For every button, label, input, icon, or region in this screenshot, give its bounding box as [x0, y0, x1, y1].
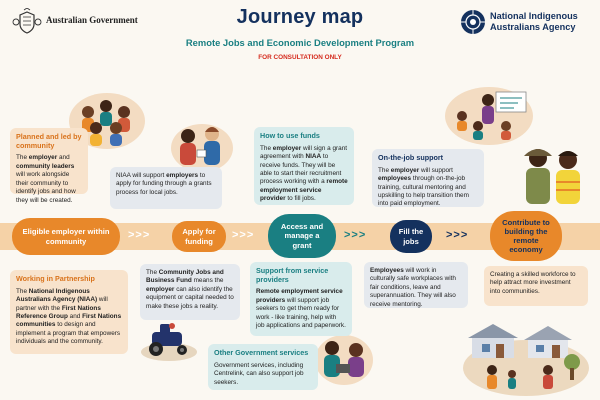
planned-by-community-text: The employer and community leaders will …	[16, 154, 76, 204]
step-fill-the-jobs: Fill the jobs	[390, 220, 432, 253]
how-to-use-funds-heading: How to use funds	[260, 131, 320, 140]
other-government-services-heading: Other Government services	[214, 348, 309, 357]
mentoring-illustration	[314, 330, 374, 386]
consultation-notice: FOR CONSULTATION ONLY	[258, 54, 342, 61]
skilled-workforce-box: Creating a skilled workforce to help att…	[484, 266, 588, 306]
classroom-illustration	[444, 86, 534, 146]
working-in-partnership-text: The National Indigenous Australians Agen…	[16, 287, 122, 346]
employees-work-box: Employees will work in culturally safe w…	[364, 262, 468, 308]
agency-name-line-2: Australians Agency	[490, 21, 576, 32]
community-meeting-illustration	[68, 92, 146, 150]
planned-by-community-heading: Planned and led by community	[16, 132, 82, 150]
on-the-job-support-box: On-the-job support The employer will sup…	[372, 149, 484, 207]
skilled-workforce-text: Creating a skilled workforce to help att…	[490, 271, 576, 295]
niaa-logo-icon	[460, 9, 486, 35]
chevron-arrows-icon: >>>	[232, 229, 255, 241]
planned-by-community-box: Planned and led by community The employe…	[10, 128, 88, 204]
ride-on-mower-illustration	[140, 318, 198, 362]
community-jobs-business-fund-box: The Community Jobs and Business Fund mea…	[140, 264, 240, 320]
working-in-partnership-heading: Working in Partnership	[16, 274, 95, 283]
ranger-workers-illustration	[518, 142, 588, 212]
niaa-support-box: NIAA will support employers to apply for…	[110, 167, 222, 209]
step-apply-for-funding: Apply for funding	[172, 221, 226, 252]
working-in-partnership-box: Working in Partnership The National Indi…	[10, 270, 128, 354]
employees-work-text: Employees will work in culturally safe w…	[370, 267, 456, 308]
page-title: Journey map	[236, 6, 364, 28]
agency-name-line-1: National Indigenous	[490, 11, 578, 21]
other-government-services-text: Government services, including Centrelin…	[214, 361, 304, 386]
on-the-job-support-heading: On-the-job support	[378, 153, 444, 162]
service-providers-heading: Support from service providers	[256, 266, 329, 284]
service-providers-box: Support from service providers Remote em…	[250, 262, 352, 336]
service-providers-text: Remote employment service providers will…	[256, 288, 346, 330]
step-eligible-employer: Eligible employer within community	[12, 218, 120, 255]
on-the-job-support-text: The employer will support employees thro…	[378, 166, 469, 208]
chevron-arrows-icon: >>>	[446, 229, 469, 241]
how-to-use-funds-text: The employer will sign a grant agreement…	[260, 144, 348, 203]
chevron-arrows-icon: >>>	[344, 229, 367, 241]
community-houses-illustration	[462, 318, 590, 396]
how-to-use-funds-box: How to use funds The employer will sign …	[254, 127, 354, 205]
community-jobs-business-fund-text: The Community Jobs and Business Fund mea…	[146, 269, 234, 310]
page-subtitle: Remote Jobs and Economic Development Pro…	[185, 37, 415, 48]
agency-name: National Indigenous Australians Agency	[490, 11, 578, 32]
government-crest	[12, 7, 42, 36]
support-workers-illustration	[170, 120, 234, 172]
other-government-services-box: Other Government services Government ser…	[208, 344, 318, 390]
step-access-manage-grant: Access and manage a grant	[268, 214, 336, 258]
step-contribute-remote-economy: Contribute to building the remote econom…	[490, 211, 562, 261]
niaa-support-text: NIAA will support employers to apply for…	[116, 172, 212, 196]
chevron-arrows-icon: >>>	[128, 229, 151, 241]
government-name: Australian Government	[46, 15, 138, 25]
